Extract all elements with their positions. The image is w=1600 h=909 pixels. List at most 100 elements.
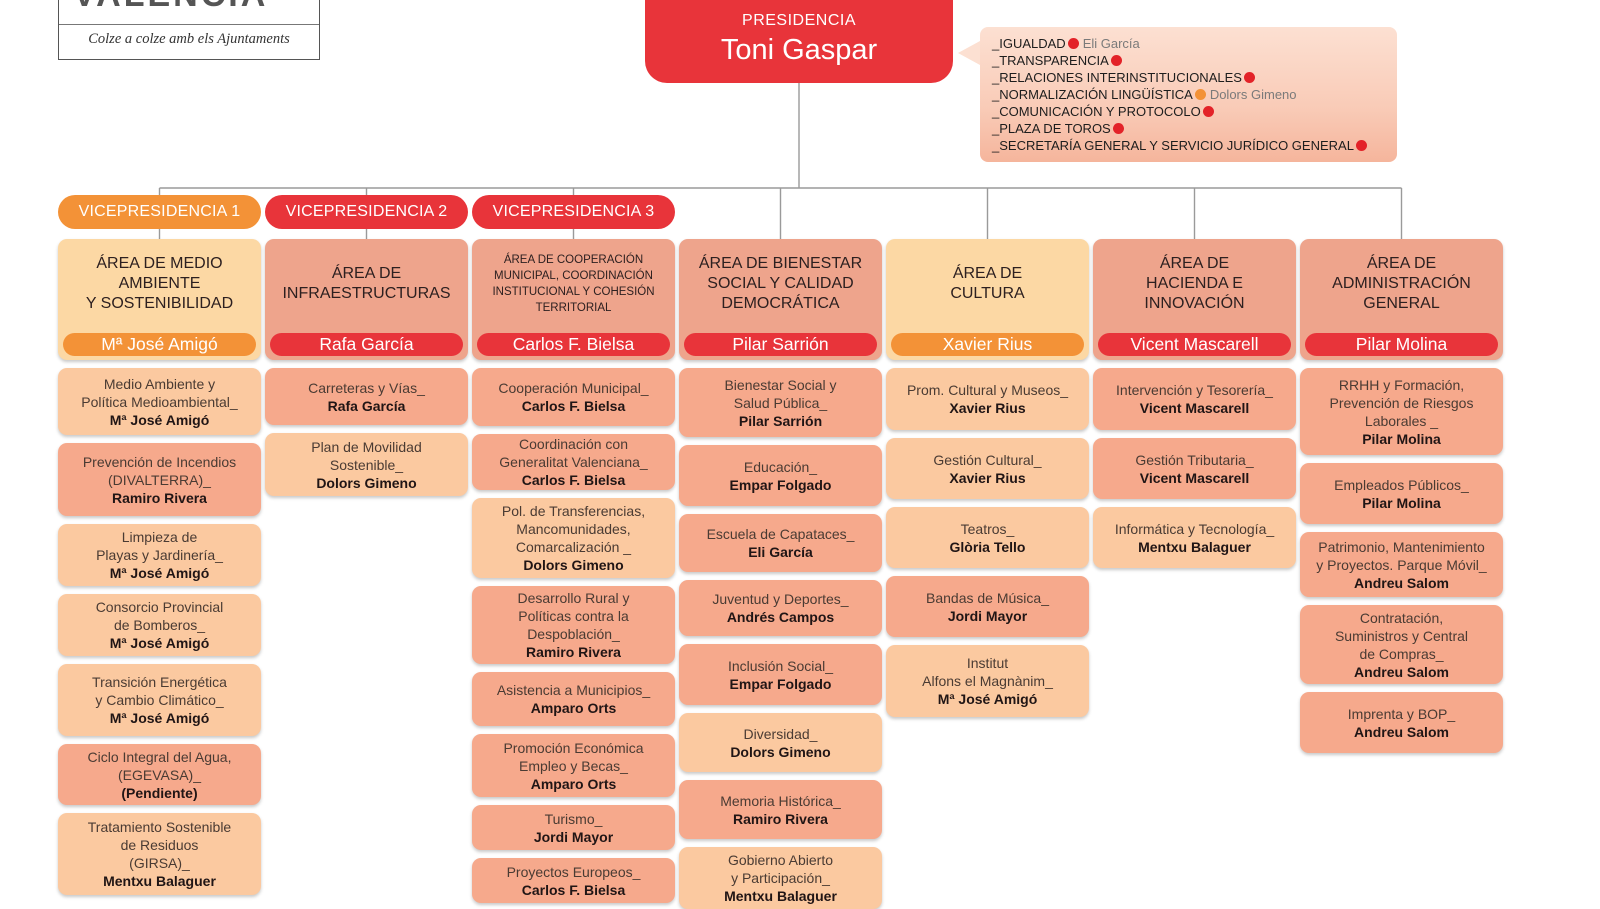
vicepresidency-3-badge: VICEPRESIDENCIA 3 [472, 195, 675, 229]
department-box: Intervención y Tesorería_Vicent Mascarel… [1093, 368, 1296, 430]
department-person: Ramiro Rivera [112, 489, 207, 506]
department-label: Carreteras y Vías_ [308, 379, 425, 396]
department-box: Cooperación Municipal_ Carlos F. Bielsa [472, 368, 675, 426]
department-label: Memoria Histórica_ [720, 792, 841, 809]
department-box: Imprenta y BOP_Andreu Salom [1300, 692, 1503, 753]
area-head-name: Carlos F. Bielsa [477, 333, 670, 356]
area-title: ÁREA DE INFRAESTRUCTURAS [282, 265, 451, 302]
vicepresidency-1-badge: VICEPRESIDENCIA 1 [58, 195, 261, 229]
department-box: RRHH y Formación, Prevención de Riesgos … [1300, 368, 1503, 455]
department-person: Xavier Rius [949, 469, 1026, 486]
department-box: Educación_Empar Folgado [679, 445, 882, 506]
area-header-box: ÁREA DE HACIENDA E INNOVACIÓN Vicent Masc… [1093, 239, 1296, 360]
department-person: Mª José Amigó [109, 411, 210, 428]
delegation-item: _RELACIONES INTERINSTITUCIONALES [992, 69, 1397, 86]
department-box: Prevención de Incendios (DIVALTERRA)_Ram… [58, 443, 261, 516]
department-box: Proyectos Europeos_Carlos F. Bielsa [472, 858, 675, 903]
department-person: Eli García [748, 544, 813, 560]
department-label: Bienestar Social y Salud Pública_ [724, 376, 837, 411]
status-dot-icon [1067, 38, 1079, 49]
department-person: Andreu Salom [1354, 723, 1449, 740]
status-dot-icon [1243, 72, 1255, 83]
department-label: Informática y Tecnología_ [1114, 520, 1275, 537]
department-box: Plan de Movilidad Sostenible_Dolors Gime… [265, 433, 468, 496]
valencia-logo: VALÈNCIA Colze a colze amb els Ajuntamen… [58, 0, 320, 60]
department-person: Andreu Salom [1354, 574, 1449, 591]
department-box: Ciclo Integral del Agua, (EGEVASA)_(Pend… [58, 744, 261, 805]
department-box: Memoria Histórica_Ramiro Rivera [679, 780, 882, 839]
department-box: Coordinación con Generalitat Valenciana_… [472, 434, 675, 490]
department-label: Consorcio Provincial de Bomberos_ [95, 599, 224, 633]
department-person: Mª José Amigó [937, 691, 1038, 707]
delegation-item: _COMUNICACIÓN Y PROTOCOLO [992, 103, 1397, 120]
department-box: Informática y Tecnología_Mentxu Balaguer [1093, 507, 1296, 568]
department-person: (Pendiente) [121, 784, 198, 801]
department-label: Desarrollo Rural y Políticas contra la D… [517, 590, 630, 642]
area-header-box: ÁREA DE COOPERACIÓN MUNICIPAL, COORDINAC… [472, 239, 675, 360]
department-label: Transición Energética y Cambio Climático… [92, 674, 227, 708]
callout-pointer [958, 41, 980, 65]
area-head-name: Pilar Molina [1305, 333, 1498, 356]
department-box: Teatros_Glòria Tello [886, 507, 1089, 568]
department-person: Vicent Mascarell [1139, 469, 1250, 486]
delegation-item: _PLAZA DE TOROS [992, 120, 1397, 137]
department-box: Gestión Tributaria_Vicent Mascarell [1093, 438, 1296, 499]
department-person: Vicent Mascarell [1139, 400, 1250, 416]
department-box: Escuela de Capataces_Eli García [679, 514, 882, 572]
presidency-name: Toni Gaspar [720, 34, 878, 66]
area-column: ÁREA DE COOPERACIÓN MUNICIPAL, COORDINAC… [472, 239, 675, 903]
area-head-name: Vicent Mascarell [1098, 333, 1291, 356]
department-label: Educación_ [743, 458, 818, 475]
delegation-person: Dolors Gimeno [1209, 87, 1297, 102]
department-person: Mª José Amigó [109, 710, 210, 726]
presidency-box: PRESIDENCIA Toni Gaspar [645, 0, 953, 83]
department-label: Asistencia a Municipios_ [496, 682, 651, 698]
department-box: Consorcio Provincial de Bomberos_Mª José… [58, 594, 261, 656]
department-box: Diversidad_Dolors Gimeno [679, 713, 882, 772]
department-label: Promoción Económica Empleo y Becas_ [503, 739, 644, 774]
department-person: Amparo Orts [530, 775, 617, 792]
area-title: ÁREA DE CULTURA [950, 265, 1025, 302]
department-label: Medio Ambiente y Política Medioambiental… [81, 375, 238, 410]
department-person: Ramiro Rivera [526, 644, 621, 660]
department-box: Patrimonio, Mantenimiento y Proyectos. P… [1300, 532, 1503, 597]
department-label: Teatros_ [960, 520, 1015, 537]
department-label: Patrimonio, Mantenimiento y Proyectos. P… [1316, 538, 1487, 573]
department-label: Coordinación con Generalitat Valenciana_ [499, 436, 648, 470]
department-box: Bienestar Social y Salud Pública_Pilar S… [679, 368, 882, 437]
department-person: Andreu Salom [1354, 663, 1449, 680]
area-title: ÁREA DE BIENESTAR SOCIAL Y CALIDAD DEMOC… [698, 255, 863, 312]
department-person: Dolors Gimeno [730, 743, 831, 760]
department-person: Glòria Tello [949, 538, 1026, 555]
department-person: Ramiro Rivera [733, 810, 828, 827]
department-label: Gobierno Abierto y Participación_ [727, 852, 834, 886]
delegation-item: _TRANSPARENCIA [992, 52, 1397, 69]
department-label: Contratación, Suministros y Central de C… [1334, 609, 1469, 662]
area-title: ÁREA DE HACIENDA E INNOVACIÓN [1144, 255, 1245, 312]
department-box: Desarrollo Rural y Políticas contra la D… [472, 586, 675, 664]
area-header-box: ÁREA DE BIENESTAR SOCIAL Y CALIDAD DEMOC… [679, 239, 882, 360]
area-head-name: Rafa García [270, 333, 463, 356]
department-box: Gestión Cultural_Xavier Rius [886, 438, 1089, 499]
department-person: Carlos F. Bielsa [521, 398, 626, 414]
department-box: Medio Ambiente y Política Medioambiental… [58, 368, 261, 435]
status-dot-icon [1194, 89, 1206, 100]
status-dot-icon [1112, 123, 1124, 134]
department-person: Amparo Orts [530, 700, 617, 716]
department-box: Institut Alfons el Magnànim_Mª José Amig… [886, 645, 1089, 717]
delegation-label: _PLAZA DE TOROS [992, 121, 1111, 136]
department-box: Carreteras y Vías_Rafa García [265, 368, 468, 425]
department-label: Imprenta y BOP_ [1347, 705, 1456, 722]
department-person: Pilar Molina [1362, 494, 1441, 511]
department-box: Juventud y Deportes_Andrés Campos [679, 580, 882, 636]
department-label: Prom. Cultural y Museos_ [906, 382, 1069, 398]
department-label: Cooperación Municipal_ [498, 380, 649, 396]
delegation-label: _NORMALIZACIÓN LINGÜÍSTICA [992, 87, 1193, 102]
area-column: ÁREA DE HACIENDA E INNOVACIÓN Vicent Masc… [1093, 239, 1296, 568]
department-box: Inclusión Social_Empar Folgado [679, 644, 882, 705]
